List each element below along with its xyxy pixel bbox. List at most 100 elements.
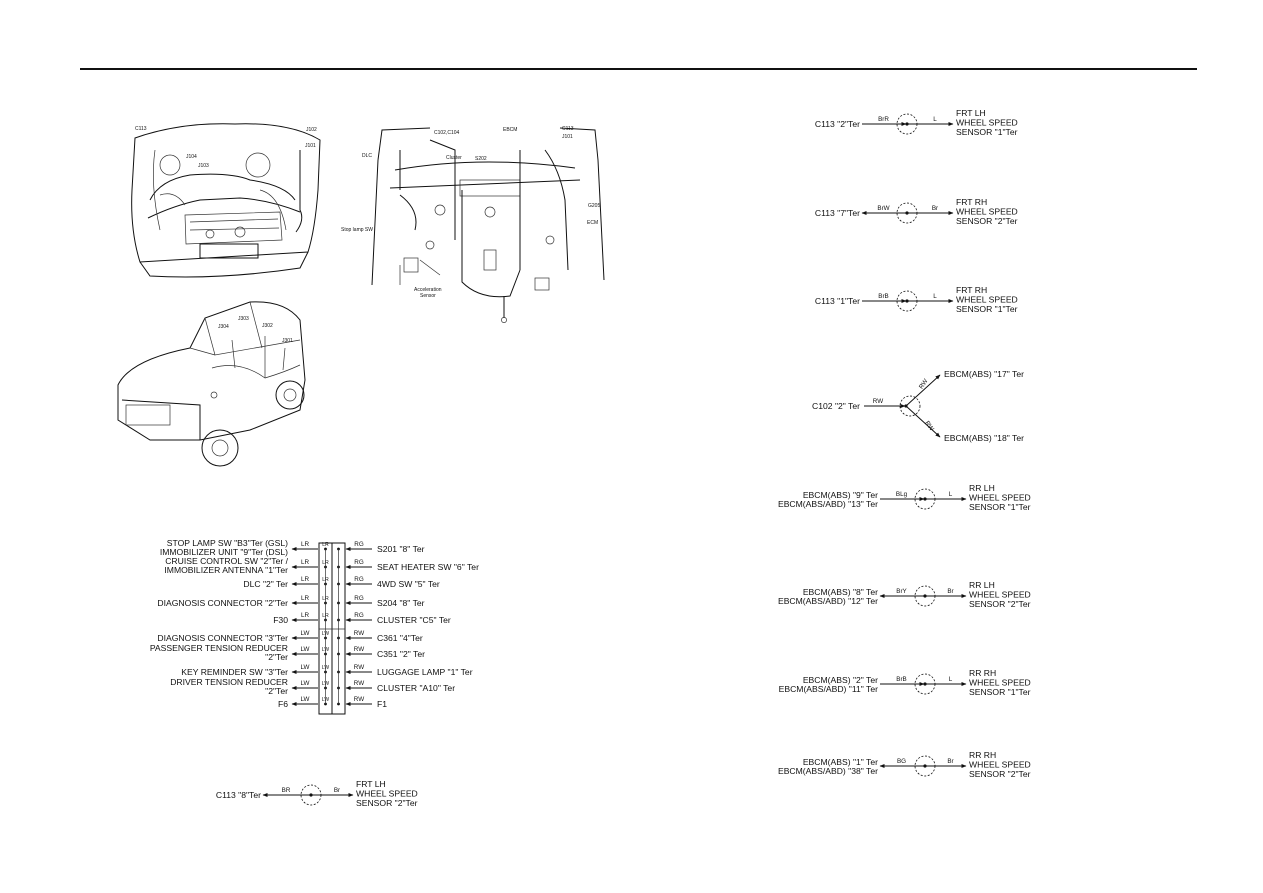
locator-label: C113 [562, 126, 574, 132]
wire-color-label: Br [947, 758, 953, 765]
splice-right-label: RR RH [969, 750, 996, 760]
joint-left-label: F30 [273, 615, 288, 625]
wire-color-label: L [949, 676, 953, 683]
locator-label: J101 [562, 134, 573, 140]
joint-left-label: F6 [278, 699, 288, 709]
wire-color-label: LR [301, 541, 310, 548]
splice-right-label: SENSOR "1"Ter [969, 687, 1031, 697]
splice-right-label: WHEEL SPEED [956, 118, 1018, 128]
splice-right-label: FRT RH [956, 285, 987, 295]
joint-right-label: CLUSTER "A10" Ter [377, 683, 455, 693]
joint-left-label: STOP LAMP SW "B3"Ter (GSL) [167, 538, 288, 548]
locator-label: J304 [218, 324, 229, 330]
wire-color-label: RW [873, 398, 883, 405]
wire-color-label: RW [354, 664, 364, 671]
splice-point [309, 793, 313, 797]
splice-point [905, 122, 909, 126]
wire-color-label: RW [923, 420, 935, 433]
splice-right-label: WHEEL SPEED [969, 678, 1031, 688]
splice-right-label: SENSOR "1"Ter [956, 127, 1018, 137]
joint-left-label: IMMOBILIZER ANTENNA "1"Ter [164, 565, 288, 575]
wire-color-label: L [933, 293, 937, 300]
splice-right-label: SENSOR "2"Ter [969, 769, 1031, 779]
locator-label: J101 [305, 143, 316, 149]
splice-point [923, 682, 927, 686]
wire-color-label: L [933, 116, 937, 123]
locator-label: Stop lamp SW [341, 227, 373, 233]
locator-label: EBCM [503, 127, 517, 133]
wire-color-label: RW [354, 696, 364, 703]
locator-label: C113 [135, 126, 147, 132]
joint-left-label: IMMOBILIZER UNIT "9"Ter (DSL) [160, 547, 288, 557]
header-rule [80, 68, 1197, 70]
locator-label: J104 [186, 154, 197, 160]
splice-right-label: SENSOR "1"Ter [969, 502, 1031, 512]
wire-color-label: LR [301, 576, 310, 583]
wire-color-label: Br [334, 787, 340, 794]
wire-color-label: RG [354, 612, 364, 619]
locator-label: Cluster [446, 155, 462, 161]
splice-right-label: WHEEL SPEED [956, 207, 1018, 217]
splice-right-label: SENSOR "1"Ter [956, 304, 1018, 314]
locator-label: G205 [588, 203, 600, 209]
joint-right-label: 4WD SW "5" Ter [377, 579, 440, 589]
splice-left-label: C113 "7"Ter [815, 208, 860, 218]
joint-left-label: DIAGNOSIS CONNECTOR "3"Ter [157, 633, 288, 643]
locator-label: J303 [238, 316, 249, 322]
wire-color-label: RG [354, 595, 364, 602]
joint-right-label: S204 "8" Ter [377, 598, 425, 608]
wire-color-label: LR [301, 559, 310, 566]
wire-color-label: L [949, 491, 953, 498]
wire-color-label: BG [897, 758, 906, 765]
engine-room-illustration [131, 123, 321, 278]
locator-label: J302 [262, 323, 273, 329]
wire-color-label: BrB [878, 293, 889, 300]
joint-left-label: "2"Ter [265, 686, 288, 696]
wire-color-label: BrR [878, 116, 889, 123]
splice-circle [914, 488, 936, 510]
splice-right-label: RR LH [969, 483, 995, 493]
splice-left-label: EBCM(ABS/ABD) "38" Ter [778, 766, 878, 776]
splice-right-label: FRT LH [956, 108, 986, 118]
locator-label: C102,C104 [434, 130, 460, 136]
splice-right-label: RR LH [969, 580, 995, 590]
locator-label: DLC [362, 153, 372, 159]
locator-label: ECM [587, 220, 598, 226]
column-letter: LR [322, 542, 329, 548]
joint-left-label: "2"Ter [265, 652, 288, 662]
wire-color-label: RW [918, 378, 930, 391]
splice-right-label: SENSOR "2"Ter [956, 216, 1018, 226]
joint-left-label: DLC "2" Ter [243, 579, 288, 589]
wire-color-label: RG [354, 576, 364, 583]
splice-right-label: SENSOR "2"Ter [356, 798, 418, 808]
wire-color-label: LR [301, 612, 310, 619]
dashboard-illustration [371, 127, 605, 323]
splice-right-label: WHEEL SPEED [969, 760, 1031, 770]
branch-down-label: EBCM(ABS) "18" Ter [944, 433, 1024, 443]
wire-color-label: BrW [877, 205, 889, 212]
wire-color-label: LW [301, 630, 310, 637]
wire-color-label: RW [354, 630, 364, 637]
wire-color-label: LW [301, 646, 310, 653]
locator-label: Sensor [420, 293, 436, 299]
splice-right-label: WHEEL SPEED [956, 295, 1018, 305]
splice-right-label: FRT RH [956, 197, 987, 207]
splice-left-label: C113 "8"Ter [216, 790, 261, 800]
splice-point [904, 404, 908, 408]
splice-left-label: EBCM(ABS/ABD) "12" Ter [778, 596, 878, 606]
splice-left-label: EBCM(ABS) "1" Ter [803, 757, 878, 767]
joint-left-label: KEY REMINDER SW "3"Ter [181, 667, 288, 677]
joint-right-label: C361 "4"Ter [377, 633, 423, 643]
vehicle-illustration [117, 301, 306, 467]
splice-left-label: C113 "1"Ter [815, 296, 860, 306]
splice-right-label: SENSOR "2"Ter [969, 599, 1031, 609]
wire-color-label: BrY [896, 588, 907, 595]
joint-left-label: DIAGNOSIS CONNECTOR "2"Ter [157, 598, 288, 608]
wire-color-label: LW [301, 680, 310, 687]
